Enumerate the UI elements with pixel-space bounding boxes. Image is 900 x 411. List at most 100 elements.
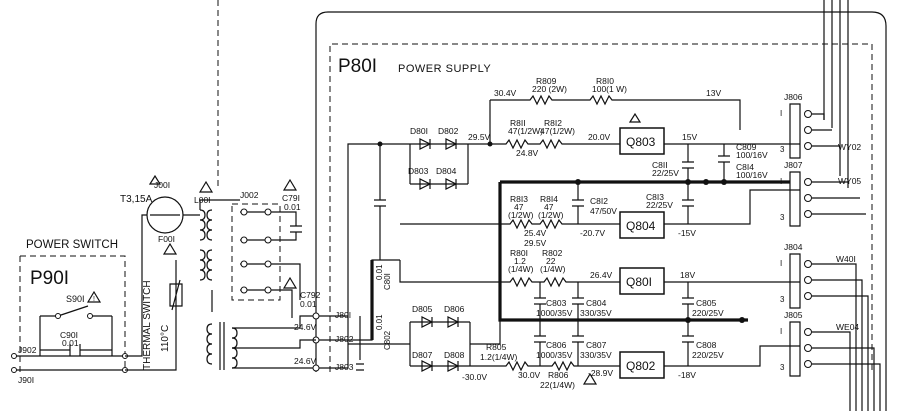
thermal-temp-label: 110°C	[160, 325, 171, 352]
c801-value: 0.01	[375, 264, 384, 280]
j802-label: J802	[335, 334, 354, 344]
j806-label: J806	[784, 92, 803, 102]
warning-icon	[628, 112, 642, 123]
d801-label: D80I	[410, 126, 428, 136]
c809-value: 100/16V	[736, 150, 768, 160]
c813-value: 22/25V	[646, 200, 673, 210]
c802-label: C802	[383, 330, 392, 350]
m18-label: -18V	[678, 370, 696, 380]
r811-label: R8II	[510, 118, 526, 128]
q803-regulator	[619, 127, 665, 155]
r801-power: (1/4W)	[508, 264, 534, 274]
warning-icon	[282, 178, 298, 191]
connector-pins	[804, 110, 812, 368]
warning-icon	[582, 372, 598, 385]
c804-value: 330/35V	[580, 308, 612, 318]
c803-value: 1000/35V	[536, 308, 573, 318]
wy02-label: WY02	[838, 142, 861, 152]
v246-top-label: 24.6V	[294, 322, 317, 332]
c806-value: 1000/35V	[536, 350, 573, 360]
r802-value: 22	[546, 256, 556, 266]
r805-label: R805	[486, 342, 507, 352]
r814-label: R8I4	[540, 194, 558, 204]
c803-label: C803	[546, 298, 567, 308]
r809-value: 220 (2W)	[532, 84, 567, 94]
d805-label: D805	[412, 304, 433, 314]
r813-power: (1/2W)	[508, 210, 534, 220]
pin-label: 3	[780, 145, 785, 154]
c807-label: C807	[586, 340, 607, 350]
r814-value: 47	[544, 202, 554, 212]
m289-label: -28.9V	[588, 368, 613, 378]
v254-label: 25.4V	[524, 228, 547, 238]
v13-label: 13V	[706, 88, 721, 98]
r811-value: 47(1/2W)	[508, 126, 543, 136]
warning-icon	[86, 290, 102, 303]
r805-value: 1.2(1/4W)	[480, 352, 517, 362]
pin-label: 3	[780, 295, 785, 304]
v304-label: 30.4V	[494, 88, 517, 98]
c811-value: 22/25V	[652, 168, 679, 178]
v246-bottom-label: 24.6V	[294, 356, 317, 366]
pin-label: 3	[780, 363, 785, 372]
r814-power: (1/2W)	[538, 210, 564, 220]
c808-label: C808	[696, 340, 717, 350]
r801-label: R80I	[510, 248, 528, 258]
c792-label: C792	[300, 290, 321, 300]
r812-value: 47(1/2W)	[540, 126, 575, 136]
thermal-switch-label: THERMAL SWITCH	[142, 280, 153, 370]
c802-value: 0.01	[375, 314, 384, 330]
warning-icon	[282, 276, 298, 289]
c811-label: C8II	[652, 160, 668, 170]
r806-label: R806	[548, 370, 569, 380]
pin-label: 3	[780, 213, 785, 222]
warning-icon	[148, 174, 162, 185]
j807-label: J807	[784, 160, 803, 170]
c805-label: C805	[696, 298, 717, 308]
w401-label: W40I	[836, 254, 856, 264]
pin-label: I	[780, 327, 782, 336]
v295-label: 29.5V	[468, 132, 491, 142]
d806-label: D806	[444, 304, 465, 314]
d802-label: D802	[438, 126, 459, 136]
c792-value: 0.01	[300, 299, 317, 309]
fuse-ref: F00I	[158, 234, 175, 244]
power-switch-border	[19, 255, 126, 372]
j902-label: J902	[18, 345, 37, 355]
pin-label: I	[780, 259, 782, 268]
power-supply-title: P80I	[338, 56, 377, 77]
j804-label: J804	[784, 242, 803, 252]
fuse-rating: T3,15A	[120, 194, 153, 205]
warning-icon	[198, 180, 214, 193]
c812-value: 47/50V	[590, 206, 617, 216]
v18-label: 18V	[680, 270, 695, 280]
d808-label: D808	[444, 350, 465, 360]
v264-label: 26.4V	[590, 270, 613, 280]
j002-label: J002	[240, 190, 259, 200]
r813-label: R8I3	[510, 194, 528, 204]
r810-value: 100(1 W)	[592, 84, 627, 94]
d804-label: D804	[436, 166, 457, 176]
wy05-label: WY05	[838, 176, 861, 186]
c901-value: 0.01	[62, 338, 79, 348]
c814-label: C8I4	[736, 162, 754, 172]
c813-label: C8I3	[646, 192, 664, 202]
r806-value: 22(1/4W)	[540, 380, 575, 390]
we04-label: WE04	[836, 322, 859, 332]
c812-label: C8I2	[590, 196, 608, 206]
c901-label: C90I	[60, 330, 78, 340]
d807-label: D807	[412, 350, 433, 360]
r812-label: R8I2	[544, 118, 562, 128]
power-switch-ref: P90I	[30, 268, 69, 289]
c801-label: C80I	[383, 273, 392, 290]
v248-label: 24.8V	[516, 148, 539, 158]
v300-label: 30.0V	[518, 370, 541, 380]
c807-value: 330/35V	[580, 350, 612, 360]
q803-label: Q803	[626, 135, 656, 149]
m207-label: -20.7V	[580, 228, 605, 238]
power-supply-subtitle: POWER SUPPLY	[398, 63, 491, 75]
c806-label: C806	[546, 340, 567, 350]
q801-label: Q80I	[626, 275, 652, 289]
j803-label: J803	[335, 362, 354, 372]
